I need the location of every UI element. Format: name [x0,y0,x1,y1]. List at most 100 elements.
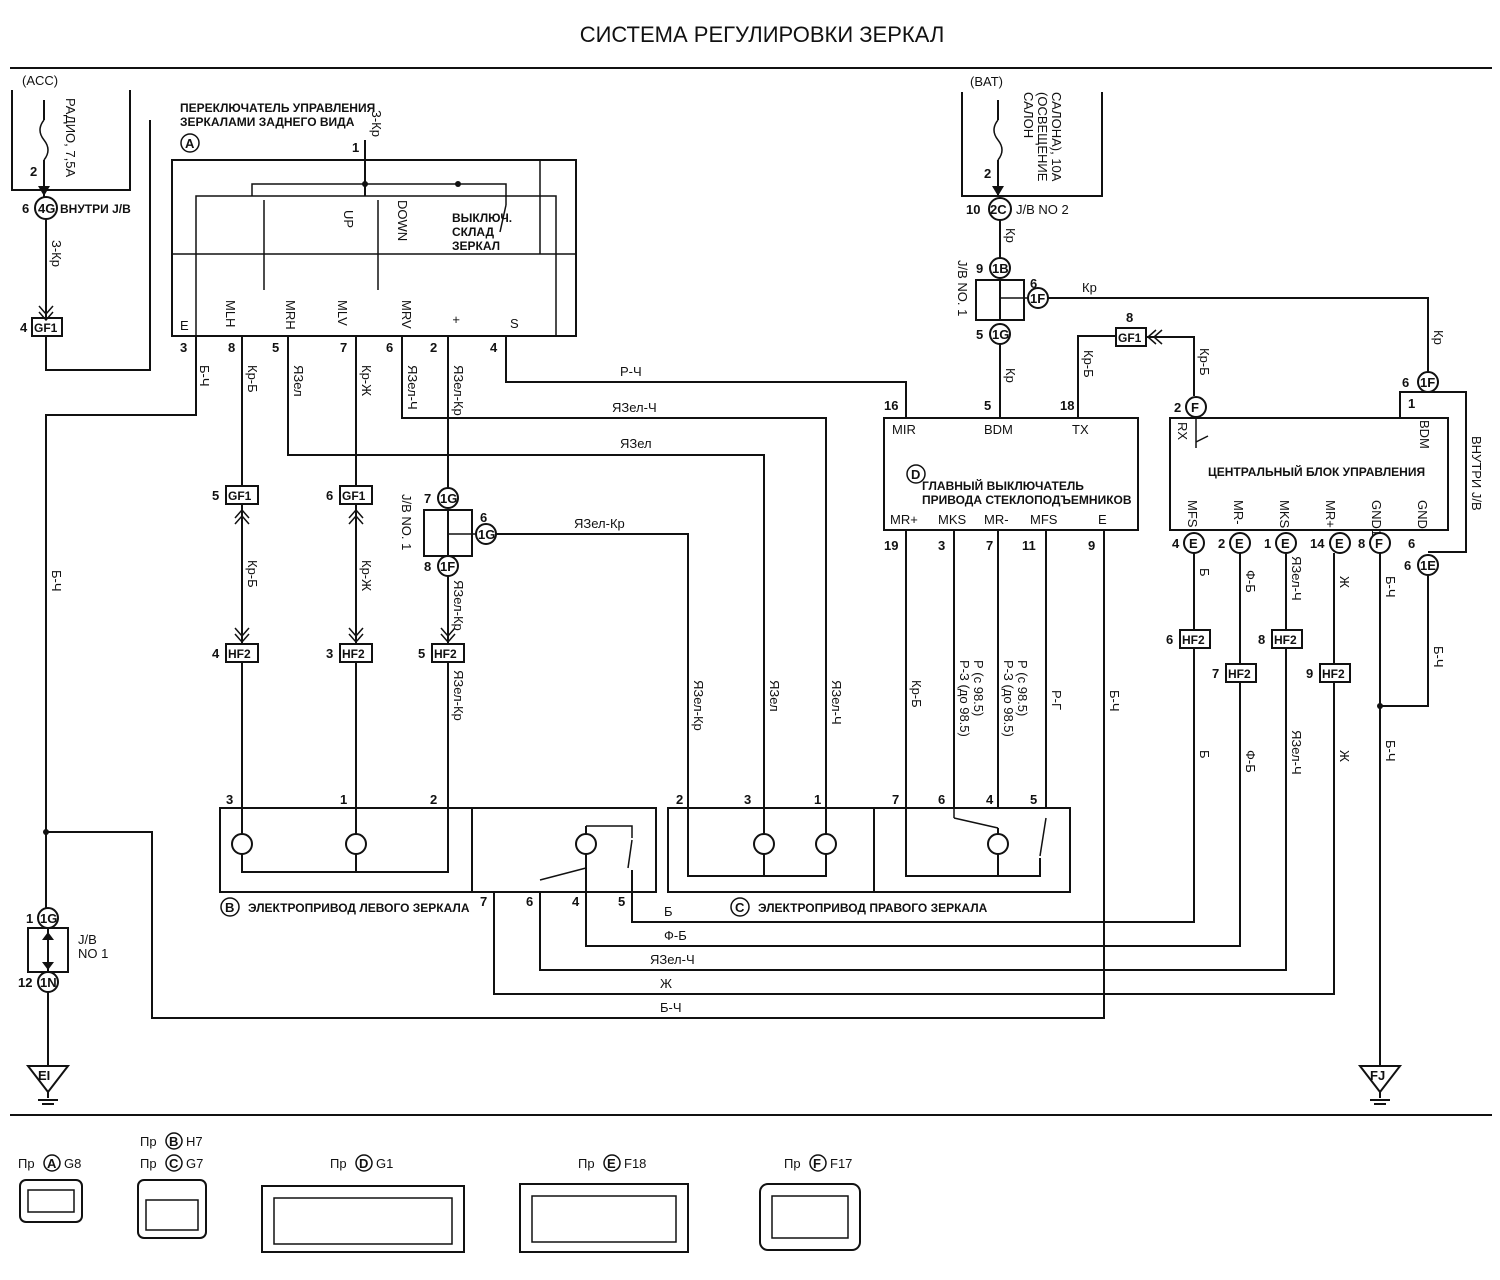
svg-text:Пр: Пр [140,1134,157,1149]
svg-text:ЯЗел: ЯЗел [767,680,782,712]
svg-text:2: 2 [1218,536,1225,551]
svg-text:4: 4 [490,340,498,355]
svg-text:1N: 1N [40,975,57,990]
svg-text:Кр-Б: Кр-Б [909,680,924,708]
svg-text:HF2: HF2 [228,647,251,661]
svg-text:ЯЗел-Кр: ЯЗел-Кр [451,365,466,416]
svg-text:5: 5 [618,894,625,909]
svg-text:6: 6 [1166,632,1173,647]
switch-a-down: DOWN [395,200,410,241]
svg-text:2: 2 [676,792,683,807]
svg-text:EI: EI [38,1068,50,1083]
svg-text:Р-Г: Р-Г [1049,690,1064,710]
svg-text:САЛОНА), 10А: САЛОНА), 10А [1049,92,1064,182]
svg-text:3: 3 [938,538,945,553]
svg-text:J/B: J/B [78,932,97,947]
svg-text:Ж: Ж [1337,576,1352,588]
svg-text:Б: Б [1197,568,1212,577]
svg-text:G7: G7 [186,1156,203,1171]
svg-text:D: D [359,1156,368,1171]
switch-a-label2: ЗЕРКАЛАМИ ЗАДНЕГО ВИДА [180,115,355,129]
svg-text:6: 6 [386,340,393,355]
svg-text:8: 8 [1358,536,1365,551]
switch-a-fold1: ВЫКЛЮЧ. [452,211,512,225]
svg-text:7: 7 [986,538,993,553]
ground-fj: FJ [1357,1065,1403,1105]
svg-text:18: 18 [1060,398,1074,413]
svg-text:Пр: Пр [140,1156,157,1171]
svg-text:Пр: Пр [330,1156,347,1171]
svg-text:Б-Ч: Б-Ч [49,570,64,592]
svg-text:6: 6 [1404,558,1411,573]
ecu-label: ЦЕНТРАЛЬНЫЙ БЛОК УПРАВЛЕНИЯ [1208,464,1425,479]
svg-text:BDM: BDM [1417,420,1432,449]
svg-text:Пр: Пр [578,1156,595,1171]
svg-text:5: 5 [418,646,425,661]
svg-text:FJ: FJ [1370,1068,1385,1083]
svg-text:HF2: HF2 [1322,667,1345,681]
svg-text:Б-Ч: Б-Ч [197,365,212,387]
svg-text:Кр-Б: Кр-Б [1197,348,1212,376]
svg-text:1: 1 [814,792,821,807]
svg-text:1F: 1F [440,559,455,574]
svg-text:1F: 1F [1420,375,1435,390]
svg-text:6: 6 [938,792,945,807]
svg-text:RX: RX [1175,422,1190,440]
svg-text:F18: F18 [624,1156,646,1171]
switch-a: ПЕРЕКЛЮЧАТЕЛЬ УПРАВЛЕНИЯ ЗЕРКАЛАМИ ЗАДНЕ… [171,101,577,355]
connector-legend: Пр A G8 Пр B H7 Пр C G7 Пр D G1 Пр E F18… [18,1132,861,1253]
svg-text:Р (с 98.5): Р (с 98.5) [971,660,986,716]
switch-a-letter: A [185,136,195,151]
svg-text:F: F [1191,400,1199,415]
svg-text:F: F [1375,536,1383,551]
svg-text:MIR: MIR [892,422,916,437]
svg-text:3: 3 [326,646,333,661]
svg-text:TX: TX [1072,422,1089,437]
svg-text:ЯЗел: ЯЗел [291,365,306,397]
svg-text:САЛОН: САЛОН [1021,92,1036,138]
svg-text:1: 1 [26,911,33,926]
svg-text:E: E [1189,536,1198,551]
svg-text:Ф-Б: Ф-Б [1243,750,1258,773]
svg-text:ЯЗел-Ч: ЯЗел-Ч [1289,556,1304,601]
wire-zkr-a: З-Кр [369,110,384,137]
svg-text:J/B NO 2: J/B NO 2 [1016,202,1069,217]
svg-text:8: 8 [424,559,431,574]
svg-text:1B: 1B [992,261,1009,276]
svg-text:2C: 2C [990,202,1007,217]
svg-text:ЯЗел-Кр: ЯЗел-Кр [451,580,466,631]
svg-text:MKS: MKS [1277,500,1292,529]
svg-text:MR-: MR- [984,512,1009,527]
svg-text:E: E [1098,512,1107,527]
switch-a-up: UP [341,210,356,228]
svg-text:3: 3 [226,792,233,807]
svg-text:Кр-Ж: Кр-Ж [359,560,374,591]
svg-text:Пр: Пр [18,1156,35,1171]
svg-text:D: D [911,467,920,482]
svg-text:MR-: MR- [1231,500,1246,525]
svg-text:MKS: MKS [938,512,967,527]
ground-ei: EI [25,1065,71,1105]
svg-text:2: 2 [1174,400,1181,415]
right-mirror-c: 2 3 1 7 6 4 5 C ЭЛЕКТРОПРИВОД ПРАВОГО ЗЕ… [667,792,1071,917]
svg-text:HF2: HF2 [1228,667,1251,681]
svg-text:6: 6 [1402,375,1409,390]
diagram-title: СИСТЕМА РЕГУЛИРОВКИ ЗЕРКАЛ [580,22,945,47]
svg-text:Б-Ч: Б-Ч [1431,646,1446,668]
svg-text:2: 2 [984,166,991,181]
svg-text:4: 4 [1172,536,1180,551]
svg-text:(ОСВЕЩЕНИЕ: (ОСВЕЩЕНИЕ [1035,92,1050,182]
svg-text:Р-Ч: Р-Ч [620,364,642,379]
svg-text:Б-Ч: Б-Ч [1383,740,1398,762]
svg-text:1: 1 [340,792,347,807]
switch-a-fold3: ЗЕРКАЛ [452,239,500,253]
conn-4g: 4G [38,201,55,216]
svg-text:5: 5 [976,327,983,342]
svg-text:1: 1 [1264,536,1271,551]
svg-text:16: 16 [884,398,898,413]
svg-text:ГЛАВНЫЙ ВЫКЛЮЧАТЕЛЬ: ГЛАВНЫЙ ВЫКЛЮЧАТЕЛЬ [922,478,1084,493]
svg-text:4: 4 [212,646,220,661]
switch-a-label1: ПЕРЕКЛЮЧАТЕЛЬ УПРАВЛЕНИЯ [180,101,375,115]
svg-text:Б-Ч: Б-Ч [1107,690,1122,712]
